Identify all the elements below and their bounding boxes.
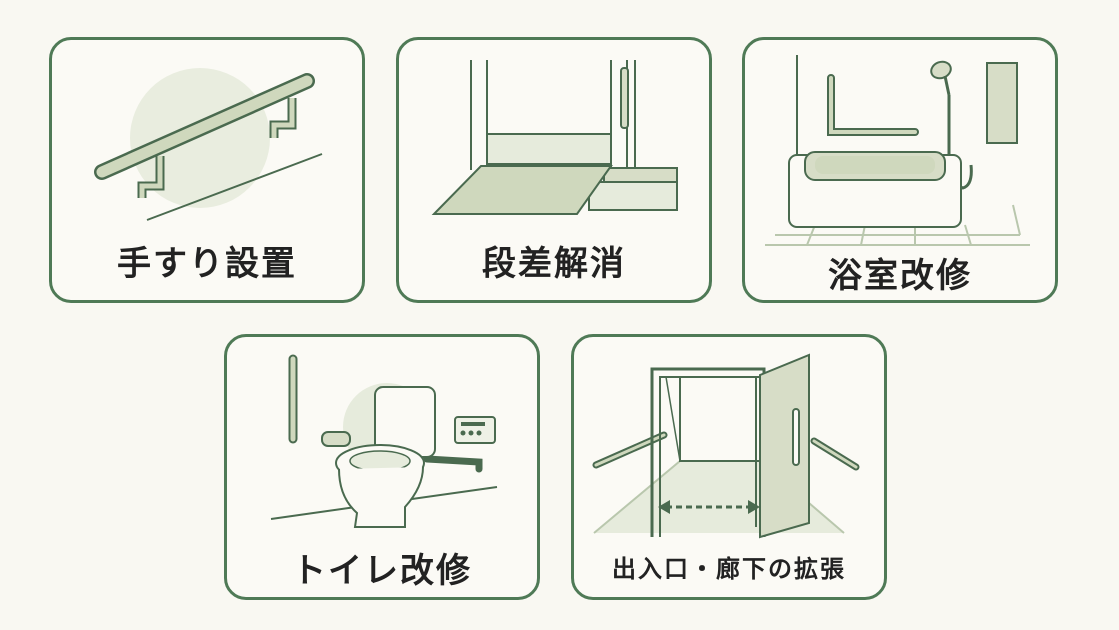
card-label: 出入口・廊下の拡張 [612,555,846,583]
card-label: 浴室改修 [828,256,972,296]
handrail-icon [94,68,323,221]
card-ramp[interactable]: 段差解消 [396,37,712,303]
toilet-icon [270,354,498,528]
card-bathroom[interactable]: 浴室改修 [742,37,1058,303]
bathtub-icon [765,55,1030,246]
card-label: 手すり設置 [117,244,297,284]
card-label: トイレ改修 [292,551,472,591]
card-doorway[interactable]: 出入口・廊下の拡張 [571,334,887,600]
wide-doorway-icon [592,353,860,539]
card-handrail[interactable]: 手すり設置 [49,37,365,303]
card-label: 段差解消 [482,244,626,284]
card-toilet[interactable]: トイレ改修 [224,334,540,600]
ramp-icon [431,60,678,215]
